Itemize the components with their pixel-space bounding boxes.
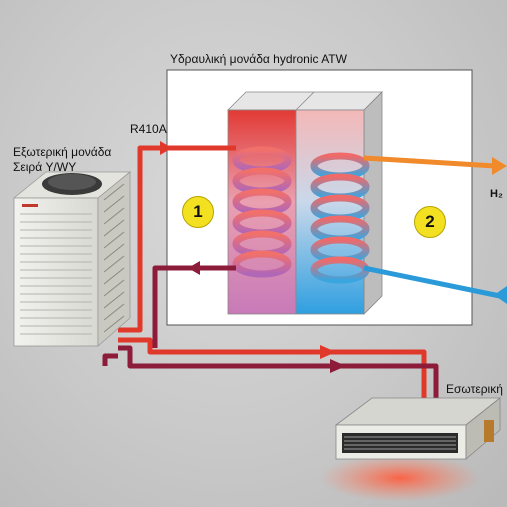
refrigerant-supply-pipe <box>118 145 427 410</box>
refrigerant-in-arrow <box>160 141 172 155</box>
water-label: H₂ <box>490 188 503 200</box>
badge-one: 1 <box>182 196 214 228</box>
refrigerant-out-arrow <box>188 261 200 275</box>
outdoor-unit <box>12 171 132 347</box>
indoor-unit-label: Εσωτερική <box>446 382 503 396</box>
left-coil <box>232 146 292 278</box>
indoor-unit <box>334 397 502 460</box>
cold-water-pipe <box>363 265 501 299</box>
indoor-return-arrow <box>330 359 346 373</box>
warm-air-glow <box>320 454 480 502</box>
badge-two: 2 <box>414 206 446 238</box>
indoor-supply-arrow <box>320 345 336 359</box>
outdoor-unit-label-line1: Εξωτερική μονάδα <box>13 145 112 159</box>
hot-water-pipe <box>363 155 496 169</box>
outdoor-unit-label-line2: Σειρά Y/WY <box>13 160 77 174</box>
refrigerant-label: R410A <box>130 122 167 136</box>
cold-water-arrow <box>494 286 507 304</box>
right-coil <box>310 152 370 284</box>
hydronic-unit-label: Υδραυλική μονάδα hydronic ATW <box>170 52 347 66</box>
hot-water-arrow <box>492 157 507 175</box>
refrigerant-return-pipe <box>102 265 439 410</box>
